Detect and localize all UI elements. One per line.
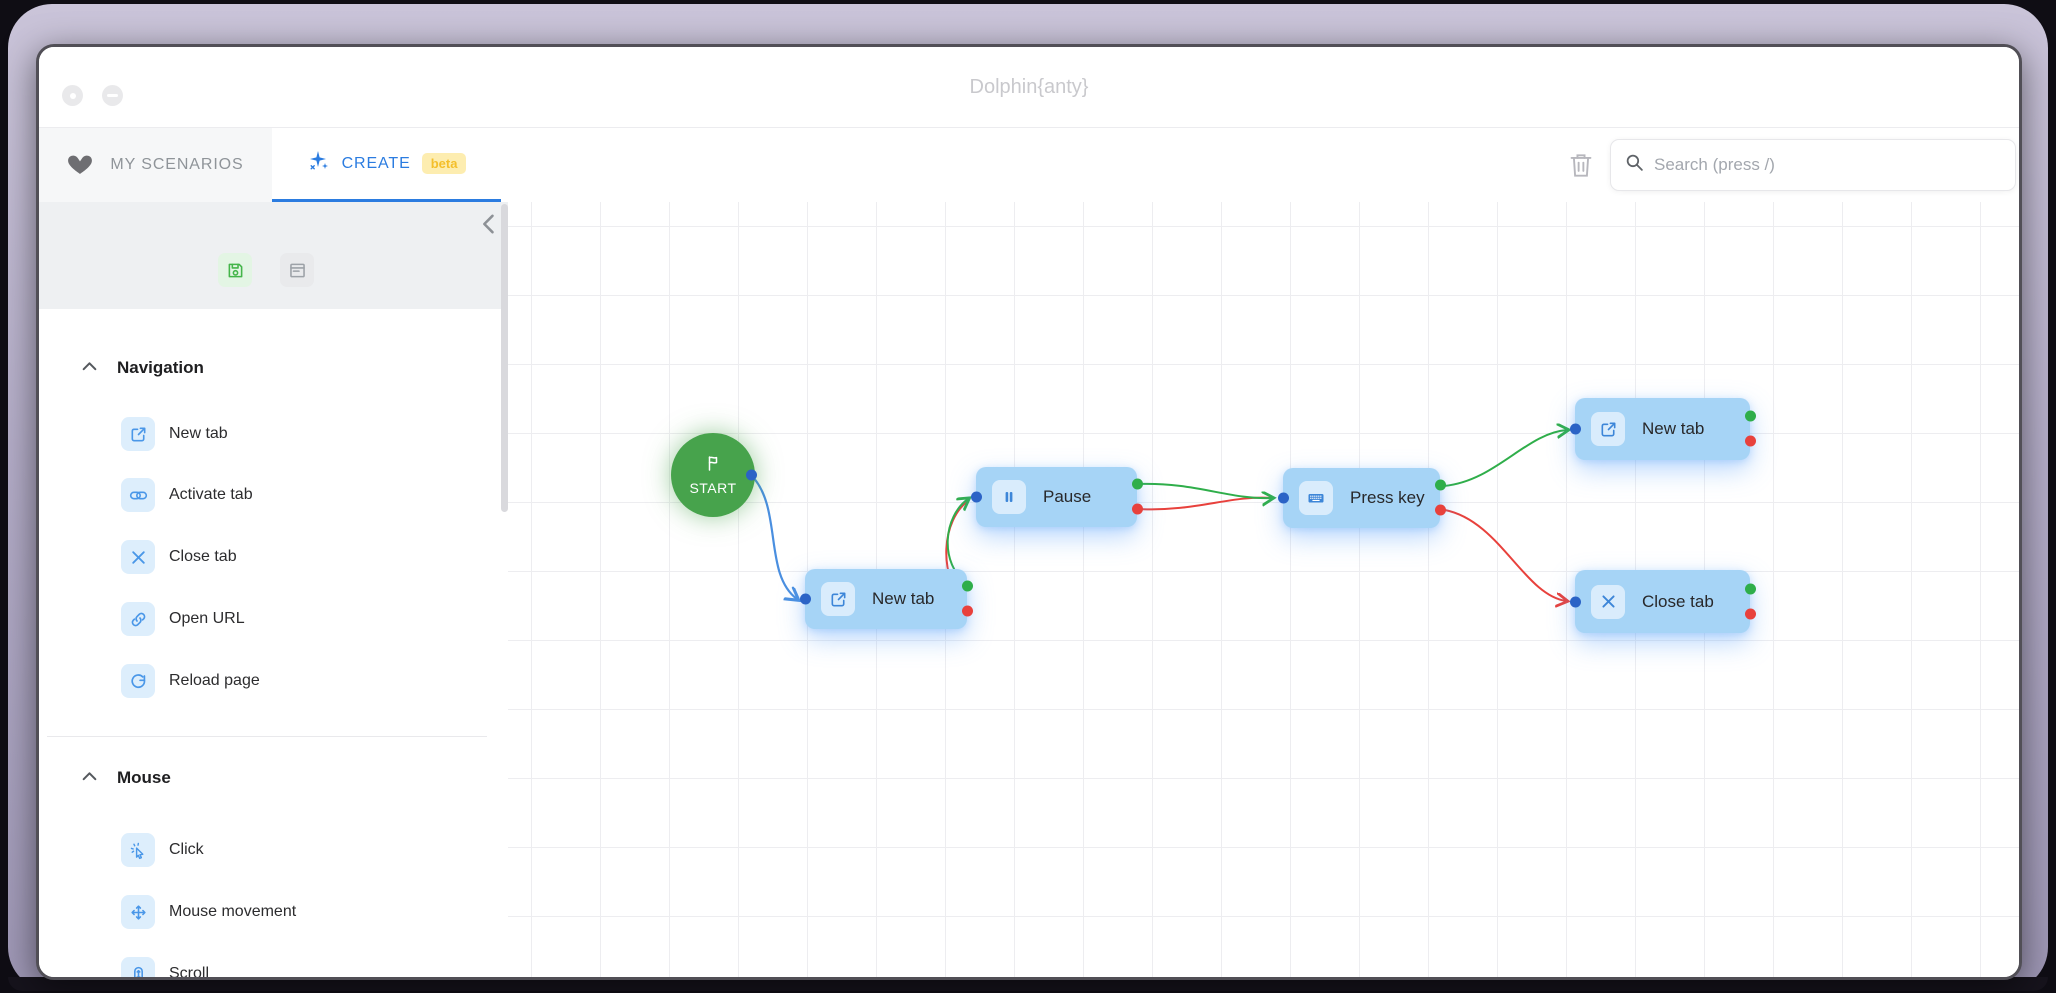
sidebar-item-label: Click	[169, 841, 204, 858]
edge-pause-presskey-success	[1137, 482, 1272, 498]
section-divider	[47, 736, 487, 737]
search-box	[1610, 139, 2016, 191]
sidebar-scrollbar[interactable]	[501, 204, 508, 512]
node-close-tab[interactable]: Close tab	[1570, 570, 1756, 633]
sidebar-item-label: Scroll	[169, 965, 210, 980]
mouse-movement-icon	[121, 895, 155, 929]
new-tab-icon	[1591, 412, 1625, 446]
port-out-default[interactable]	[746, 469, 757, 481]
port-out-error[interactable]	[1132, 503, 1143, 515]
tab-my-scenarios[interactable]: MY SCENARIOS	[39, 128, 272, 202]
sidebar-item-label: Activate tab	[169, 486, 253, 503]
node-label: Press key	[1350, 488, 1425, 507]
sidebar-item-activate-tab[interactable]: Activate tab	[121, 478, 253, 512]
reload-page-icon	[121, 664, 155, 698]
node-new-tab-2[interactable]: New tab	[1570, 398, 1756, 460]
chevron-up-icon	[81, 359, 98, 377]
section-title: Mouse	[117, 768, 171, 787]
tab-my-scenarios-label: MY SCENARIOS	[110, 156, 244, 173]
node-press-key[interactable]: Press key	[1278, 468, 1446, 528]
heart-icon	[67, 151, 93, 180]
port-in[interactable]	[971, 491, 982, 503]
node-label: Pause	[1043, 487, 1092, 506]
port-in[interactable]	[1570, 423, 1581, 435]
chevron-left-icon[interactable]	[476, 210, 502, 240]
close-tab-icon	[121, 540, 155, 574]
port-out-error[interactable]	[1745, 608, 1756, 619]
beta-badge: beta	[421, 153, 467, 174]
click-icon	[121, 833, 155, 867]
scroll-icon	[121, 957, 155, 977]
sidebar-item-close-tab[interactable]: Close tab	[121, 540, 237, 574]
sidebar-item-label: New tab	[169, 425, 228, 442]
trash-icon[interactable]	[1568, 150, 1594, 180]
node-new-tab-1[interactable]: New tab	[800, 569, 973, 629]
search-icon	[1625, 153, 1644, 177]
window-dot-button[interactable]	[62, 85, 83, 106]
app-title: Dolphin{anty}	[969, 76, 1089, 98]
sidebar-item-open-url[interactable]: Open URL	[121, 602, 245, 636]
flag-icon	[704, 454, 722, 477]
sidebar-item-label: Reload page	[169, 672, 260, 689]
sidebar-item-reload-page[interactable]: Reload page	[121, 664, 260, 698]
new-tab-icon	[821, 582, 855, 616]
sidebar-item-label: Open URL	[169, 610, 245, 627]
node-pause[interactable]: Pause	[971, 467, 1143, 527]
chevron-up-icon	[81, 769, 98, 787]
port-out-success[interactable]	[1132, 478, 1143, 490]
edge-pause-presskey-error	[1137, 496, 1273, 511]
node-start[interactable]: START	[671, 433, 757, 517]
sidebar-item-mouse-movement[interactable]: Mouse movement	[121, 895, 296, 929]
port-out-success[interactable]	[1745, 410, 1756, 422]
keyboard-icon	[1299, 481, 1333, 515]
save-icon[interactable]	[218, 253, 252, 287]
port-in[interactable]	[1570, 596, 1581, 607]
app-window: Dolphin{anty} MY SCENARIOS CREATE	[36, 44, 2022, 980]
section-title: Navigation	[117, 358, 204, 377]
node-label: Close tab	[1642, 591, 1714, 611]
pause-icon	[992, 480, 1026, 514]
open-url-icon	[121, 602, 155, 636]
activate-tab-icon	[121, 478, 155, 512]
new-tab-icon	[121, 417, 155, 451]
tab-bar: MY SCENARIOS CREATE beta	[39, 128, 2019, 202]
edge-presskey-newtab2-success	[1443, 430, 1567, 487]
port-out-success[interactable]	[1745, 583, 1756, 594]
port-out-success[interactable]	[1435, 479, 1446, 491]
sidebar-item-click[interactable]: Click	[121, 833, 204, 867]
port-out-error[interactable]	[962, 605, 973, 617]
sidebar-header	[39, 202, 508, 309]
tab-create-label: CREATE	[341, 154, 411, 172]
sidebar-item-label: Mouse movement	[169, 903, 297, 920]
close-tab-icon	[1591, 584, 1625, 619]
flow-edges	[750, 202, 2022, 613]
toolbar-right	[501, 128, 2019, 202]
port-out-success[interactable]	[962, 580, 973, 592]
flow-canvas[interactable]: START New tab	[508, 202, 2019, 977]
port-out-error[interactable]	[1435, 504, 1446, 516]
port-out-error[interactable]	[1745, 435, 1756, 447]
edge-start-newtab1	[750, 474, 797, 599]
section-navigation[interactable]: Navigation	[39, 348, 204, 388]
section-mouse[interactable]: Mouse	[39, 758, 171, 798]
form-panel-icon[interactable]	[280, 253, 314, 287]
node-label: START	[689, 480, 737, 496]
sparkles-icon	[307, 149, 331, 178]
node-label: New tab	[1642, 419, 1705, 438]
blocks-sidebar: Navigation New tab	[39, 202, 508, 977]
sidebar-item-scroll[interactable]: Scroll	[121, 957, 210, 980]
body-row: Navigation New tab	[39, 202, 2019, 977]
search-input[interactable]	[1654, 155, 2001, 175]
tab-create[interactable]: CREATE beta	[272, 128, 501, 202]
sidebar-item-new-tab[interactable]: New tab	[121, 417, 228, 451]
port-in[interactable]	[1278, 492, 1289, 504]
title-bar: Dolphin{anty}	[39, 47, 2019, 128]
edge-presskey-closetab-error	[1444, 509, 1566, 601]
window-minimize-button[interactable]	[102, 85, 123, 106]
sidebar-item-label: Close tab	[169, 548, 237, 565]
port-in[interactable]	[800, 593, 811, 605]
node-label: New tab	[872, 589, 935, 608]
